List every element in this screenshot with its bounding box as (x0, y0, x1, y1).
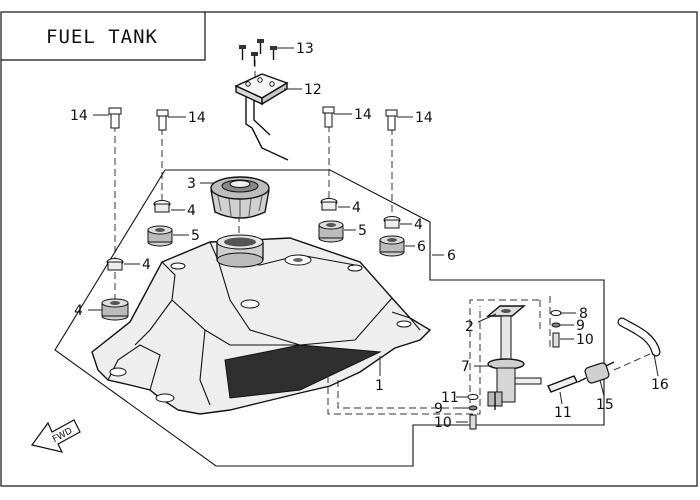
callout-10-upper: 9 (576, 318, 585, 334)
sender-screws (239, 39, 277, 66)
bolt-14-right-outer (385, 109, 398, 131)
callout-13: 13 (296, 41, 314, 57)
bolt-14-right-inner (322, 106, 335, 128)
callout-11-upper: 10 (576, 332, 594, 348)
bolt-14-left-inner (156, 109, 169, 131)
callout-11-lower: 10 (434, 415, 452, 431)
callout-6-left: 5 (358, 223, 367, 239)
fuel-hose-17 (613, 317, 661, 371)
fuel-sender-bracket (234, 73, 289, 161)
gasket-7 (486, 305, 526, 317)
callout-4-left: 4 (142, 257, 151, 273)
grommet-6-b (379, 235, 405, 257)
reference-lines (114, 60, 393, 300)
callout-9-upper: 8 (579, 306, 588, 322)
callout-9-lower: 11 (441, 390, 459, 406)
grommet-6-a (318, 220, 344, 243)
callout-4-mid-left: 4 (187, 203, 196, 219)
callout-17: 16 (651, 377, 669, 393)
bolt-14-left-outer (108, 107, 122, 129)
diagram-title: FUEL TANK (46, 26, 158, 48)
collar-4-b (153, 200, 171, 213)
fuel-valve-8 (487, 315, 542, 410)
callout-14-right-inner: 14 (354, 107, 372, 123)
callout-5-left: 4 (74, 303, 83, 319)
callout-4-right: 4 (414, 217, 423, 233)
callout-3: 3 (187, 176, 196, 192)
collar-4-c (320, 198, 338, 211)
callout-15: 11 (554, 405, 572, 421)
fwd-arrow-icon: FWD (30, 419, 81, 453)
fuel-tank-body (91, 234, 432, 415)
fuel-cap (210, 176, 270, 219)
collar-4-a (106, 258, 124, 271)
fuel-hose-15 (547, 375, 578, 393)
diagram-border (0, 11, 698, 487)
washer-9-upper (550, 310, 562, 316)
assembly-bracket (54, 169, 605, 467)
callout-8: 7 (461, 359, 470, 375)
callout-14-right-outer: 14 (415, 110, 433, 126)
callout-1: 6 (447, 248, 456, 264)
callout-16: 15 (596, 397, 614, 413)
leader-lines (88, 47, 659, 423)
collar-4-d (383, 216, 401, 229)
grommet-5-b (147, 225, 173, 247)
title-box (1, 12, 206, 61)
oring-10-lower (468, 405, 478, 411)
callout-12: 12 (304, 82, 322, 98)
fuel-filter-16 (577, 361, 615, 384)
screw-11-upper (552, 332, 560, 348)
callout-14-left-inner: 14 (188, 110, 206, 126)
grommet-5-a (101, 298, 129, 321)
callout-10-lower: 9 (434, 401, 443, 417)
washer-9-lower (467, 394, 479, 400)
callout-2: 1 (375, 378, 384, 394)
callout-6-right: 6 (417, 239, 426, 255)
screw-11-lower (469, 414, 477, 430)
oring-10-upper (551, 322, 561, 328)
fwd-label: FWD (51, 426, 74, 445)
callout-5-mid: 5 (191, 228, 200, 244)
callout-4-mid-right: 4 (352, 200, 361, 216)
callout-7: 2 (465, 319, 474, 335)
callout-14-left-outer: 14 (70, 108, 88, 124)
callout-labels: 13 12 14 14 14 14 3 4 4 4 4 4 5 5 6 6 1 … (70, 41, 669, 431)
